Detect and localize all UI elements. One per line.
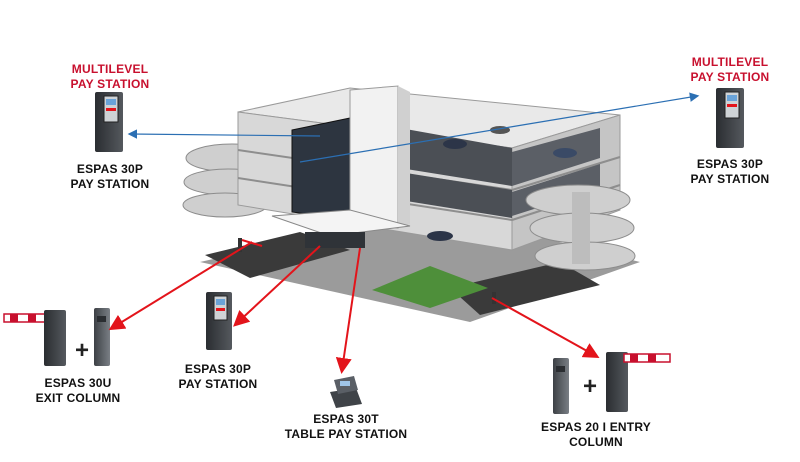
entry-column-icon <box>553 358 569 414</box>
parking-garage-illustration <box>182 85 640 322</box>
blue-arrow-to-right-pay-station <box>299 92 700 163</box>
label-line: ESPAS 30T <box>313 412 379 426</box>
pay-station-icon <box>206 292 232 350</box>
label-espas-20i-entry: ESPAS 20 I ENTRY COLUMN <box>516 420 676 450</box>
label-line: ESPAS 20 I ENTRY <box>541 420 651 434</box>
red-arrow-to-table-pay-station <box>335 247 361 374</box>
label-multilevel-pay-station-right: MULTILEVEL PAY STATION <box>660 55 800 85</box>
plus-sign: + <box>583 373 597 400</box>
stair-tower <box>349 85 399 229</box>
label-line: PAY STATION <box>690 70 770 84</box>
table-pay-station-icon <box>330 376 362 408</box>
label-line: PAY STATION <box>690 172 770 186</box>
exit-column-icon <box>94 308 110 366</box>
label-espas-30p-right: ESPAS 30P PAY STATION <box>660 157 800 187</box>
road-surface <box>450 262 600 315</box>
connector-arrows <box>108 92 700 374</box>
label-line: ESPAS 30P <box>76 162 144 176</box>
label-line: TABLE PAY STATION <box>284 427 408 441</box>
red-arrow-to-exit-column <box>108 241 253 331</box>
label-line: EXIT COLUMN <box>35 391 121 405</box>
label-line: PAY STATION <box>70 77 150 91</box>
label-espas-30p-mid: ESPAS 30P PAY STATION <box>148 362 288 392</box>
label-line: PAY STATION <box>178 377 258 391</box>
red-arrow-to-entry-column <box>491 297 600 358</box>
label-espas-30t-table: ESPAS 30T TABLE PAY STATION <box>256 412 436 442</box>
label-espas-30u-exit: ESPAS 30U EXIT COLUMN <box>8 376 148 406</box>
glass-facade <box>291 117 351 221</box>
entrance-canopy <box>271 209 411 237</box>
pay-station-icon <box>95 92 123 152</box>
label-line: ESPAS 30P <box>696 157 764 171</box>
plus-sign: + <box>75 337 89 364</box>
pay-station-icon <box>716 88 744 148</box>
blue-arrow-to-left-pay-station <box>127 129 321 139</box>
entry-barrier-icon <box>606 352 671 412</box>
exit-barrier-icon <box>3 310 66 366</box>
label-espas-30p-left: ESPAS 30P PAY STATION <box>40 162 180 192</box>
grass-area <box>372 266 488 308</box>
red-arrow-to-pay-station <box>233 245 321 327</box>
label-line: PAY STATION <box>70 177 150 191</box>
label-multilevel-pay-station-left: MULTILEVEL PAY STATION <box>40 62 180 92</box>
label-line: ESPAS 30P <box>184 362 252 376</box>
right-spiral-ramp <box>525 184 636 271</box>
label-line: COLUMN <box>569 435 623 449</box>
label-line: MULTILEVEL <box>71 62 149 76</box>
label-line: MULTILEVEL <box>691 55 769 69</box>
label-line: ESPAS 30U <box>44 376 112 390</box>
